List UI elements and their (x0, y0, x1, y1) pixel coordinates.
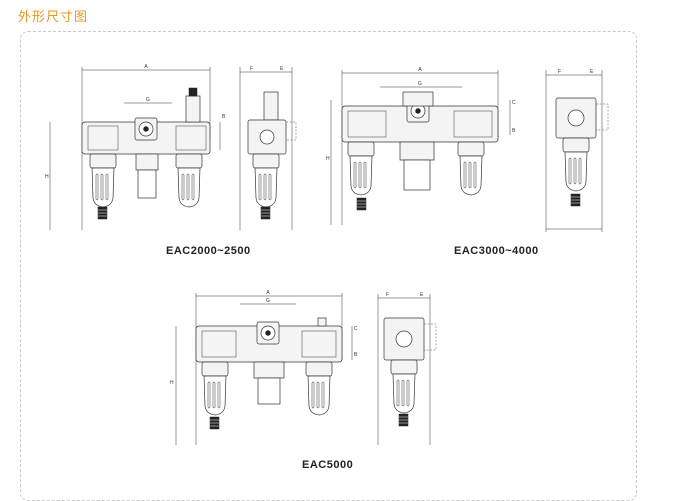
section-title: 外形尺寸图 (18, 10, 89, 25)
eac5000-dim-c: C (354, 326, 358, 332)
eac3000-dim-h: H (326, 156, 330, 162)
eac2000-dim-a: A (144, 64, 148, 70)
eac5000-dim-g: G (266, 298, 270, 304)
eac5000-dim-e: E (420, 292, 424, 298)
eac3000-dim-c: C (512, 100, 516, 106)
eac5000-front-view: A G H C B (170, 290, 358, 445)
eac2000-dim-b: B (222, 114, 226, 120)
eac5000-side-view: F E (377, 292, 437, 445)
model-label-eac3000: EAC3000~4000 (454, 245, 539, 257)
eac3000-front-view: A G H C B (326, 67, 516, 225)
eac3000-dim-f: F (558, 69, 561, 75)
eac5000-dim-f: F (386, 292, 389, 298)
model-label-eac2000: EAC2000~2500 (166, 245, 251, 257)
eac2000-side-view: F E (239, 66, 297, 230)
eac3000-side-view: F E (545, 69, 609, 232)
eac2000-dim-e: E (280, 66, 284, 72)
eac5000-dim-b: B (354, 352, 358, 358)
eac2000-dim-g: G (146, 97, 150, 103)
eac5000-dim-a: A (266, 290, 270, 296)
eac3000-dim-e: E (590, 69, 594, 75)
model-label-eac5000: EAC5000 (302, 459, 354, 471)
eac3000-dim-a: A (418, 67, 422, 73)
technical-drawings: A G H B F E A G (45, 64, 609, 445)
eac3000-dim-g: G (418, 81, 422, 87)
eac2000-dim-f: F (250, 66, 253, 72)
eac2000-front-view: A G H B (45, 64, 226, 230)
eac2000-dim-h: H (45, 174, 49, 180)
eac5000-dim-h: H (170, 380, 174, 386)
eac3000-dim-b: B (512, 128, 516, 134)
